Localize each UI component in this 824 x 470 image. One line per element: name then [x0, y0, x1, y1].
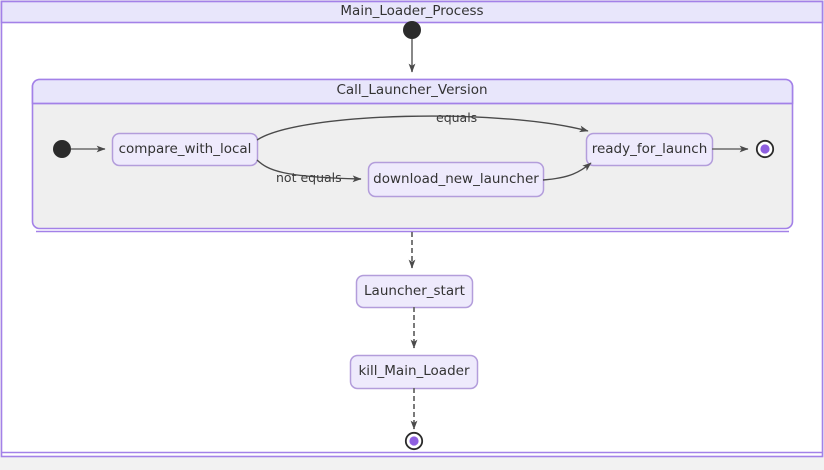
state-box-kill-main-loader[interactable] [349, 354, 479, 390]
composite-state-title: Call_Launcher_Version [336, 82, 488, 98]
final-state-node-outer [404, 431, 424, 451]
initial-state-node-outer [403, 21, 421, 39]
transition-download-to-ready [542, 162, 592, 181]
edge-label-not-equals: not equals [276, 170, 342, 185]
final-state-node-inner [755, 139, 775, 159]
page-title: Main_Loader_Process [340, 3, 484, 19]
composite-state-call-launcher-version[interactable] [31, 78, 794, 233]
transition-not-equals [256, 159, 362, 183]
transition-equals [256, 115, 589, 141]
state-box-launcher-start[interactable] [355, 274, 474, 309]
edge-label-equals: equals [436, 110, 478, 125]
state-box-ready-for-launch[interactable] [585, 132, 714, 167]
initial-state-node-inner [53, 140, 71, 158]
state-box-download-new-launcher[interactable] [367, 161, 545, 198]
state-box-compare-with-local[interactable] [111, 132, 259, 167]
